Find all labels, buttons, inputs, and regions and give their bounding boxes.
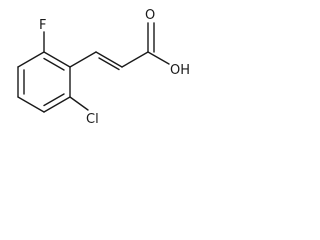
chlorine-label: Cl [86,112,99,127]
bond-vinyl-double-inner [98,57,120,71]
fluorine-label: F [39,18,46,33]
ring-bond-c2-c3 [17,51,45,68]
bond-vinyl-double [95,51,123,68]
chemical-structure: F Cl O OH [17,8,190,127]
bond-c6-chlorine [69,96,89,111]
ring-inner-double-bond-3 [43,93,65,107]
ring-inner-double-bond-1 [43,57,65,71]
bond-ring-to-vinyl [69,51,97,68]
carbonyl-oxygen-label: O [145,8,155,23]
ring-bond-c5-c6 [43,96,71,113]
acrylic-side-chain [69,22,170,71]
bond-carboxyl-hydroxyl [147,51,170,65]
bond-vinyl-to-carboxyl [121,51,149,68]
benzene-ring [17,51,71,113]
ring-bond-c4-c5 [17,96,45,113]
ring-bond-c1-c2 [43,51,71,68]
hydroxyl-label: OH [170,63,190,78]
